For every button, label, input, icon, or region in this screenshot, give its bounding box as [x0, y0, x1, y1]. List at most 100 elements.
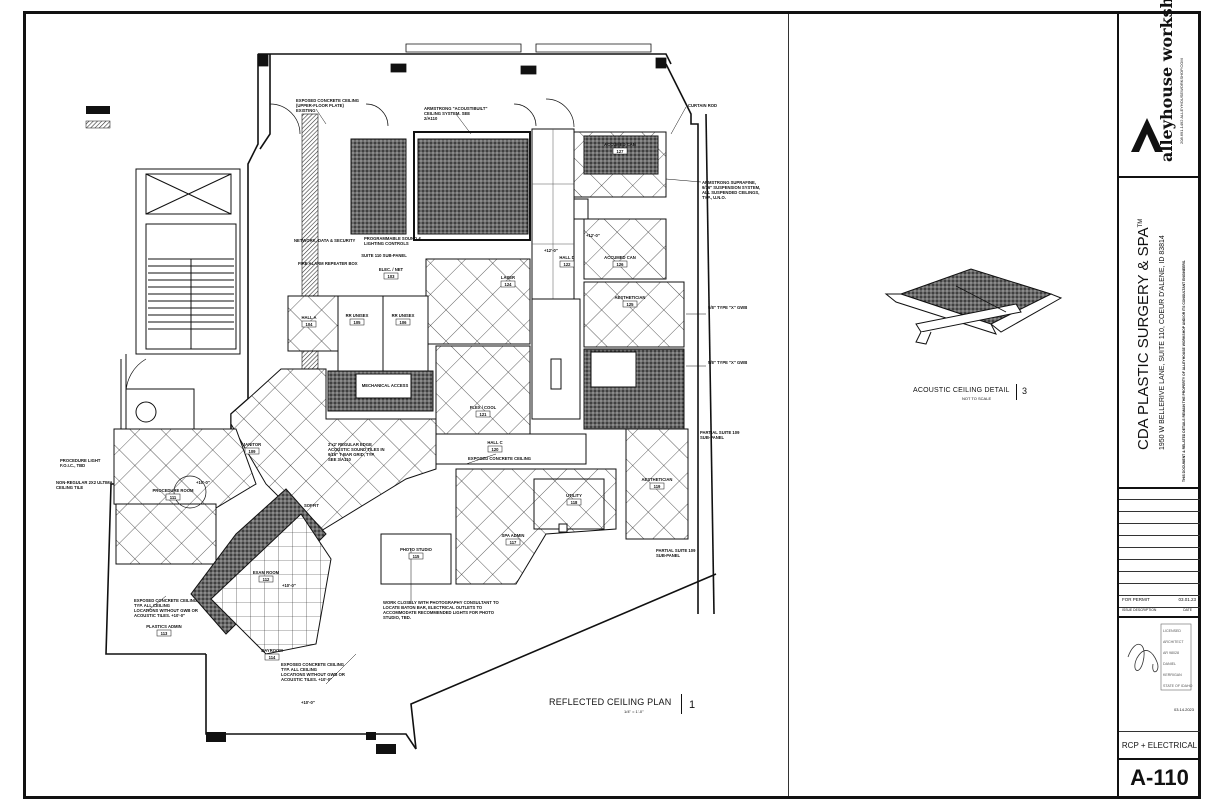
room-number-tag: [395, 318, 411, 326]
room-number-tag: [612, 260, 628, 268]
legend-solid-swatch: [86, 106, 110, 114]
room-number-tag: [408, 552, 424, 560]
issue-label: FOR PERMIT: [1122, 597, 1150, 602]
sheet-title: RCP + ELECTRICAL: [1119, 731, 1200, 760]
room-label: PROCEDURE ROOM: [153, 488, 194, 493]
room-label: ACCUMED CAN: [604, 255, 636, 260]
stamp-text: DANIEL KERRIGAN: [1163, 662, 1182, 677]
detail-number: 3: [1022, 386, 1028, 396]
acoustic-ceiling-detail-drawing: [884, 268, 1063, 345]
ceiling-height: +12'-0": [586, 233, 600, 238]
room-label: SPA ADMIN: [502, 533, 525, 538]
room-label: HALL A: [301, 315, 316, 320]
room-number-tag: [612, 147, 628, 155]
room-number: 127: [617, 149, 625, 154]
room-number-tag: [622, 300, 638, 308]
firm-name: alleyhouse workshop: [1157, 0, 1176, 162]
ceiling-note: ARMSTRONG "ACOUSTIBUILT"CEILING SYSTEM. …: [424, 106, 487, 121]
property-disclaimer: THIS DOCUMENT & RELATED DETAILS REMAIN T…: [1182, 259, 1186, 482]
ceiling-note: EXPOSED CONCRETE CEILING(UPPER-FLOOR PLA…: [296, 98, 359, 113]
room-label: AESTHETICIAN: [642, 477, 673, 482]
plan-number: 1: [689, 699, 696, 711]
stamp-text: ARCHITECT: [1163, 640, 1184, 644]
room-label: MECHANICAL ACCESS: [362, 383, 409, 388]
project-address: 1950 W BELLERIVE LANE, SUITE 110, COEUR …: [1159, 235, 1166, 450]
room-number: 106: [400, 320, 408, 325]
room-number-tag: [156, 629, 172, 637]
room-number-tag: [649, 482, 665, 490]
ceiling-note: FIRE ALARM REPEATER BOX: [298, 261, 358, 266]
room-label: FLEX / COOL: [470, 405, 497, 410]
room-label: PHOTO STUDIO: [400, 547, 433, 552]
project-title: CDA PLASTIC SURGERY & SPATM: [1135, 218, 1152, 450]
room-number: 124: [505, 282, 513, 287]
ceiling-note: 5/8" TYPE "X" GWB: [708, 305, 747, 310]
title-block: alleyhouse workshop 208.691.1492 ALLEYHO…: [1117, 0, 1200, 796]
firm-logo-box: alleyhouse workshop 208.691.1492 ALLEYHO…: [1119, 0, 1200, 178]
room-number-tag: [475, 410, 491, 418]
room-label: RR UNISEX: [346, 313, 369, 318]
room-number-tag: [165, 493, 181, 501]
room-number: 117: [510, 540, 517, 545]
ceiling-height: +10'-0": [282, 583, 296, 588]
room-number-tag: [258, 575, 274, 583]
ceiling-note: CURTAIN ROD: [688, 103, 717, 108]
firm-logo-icon: [1131, 118, 1163, 152]
room-number: 109: [249, 449, 257, 454]
signature-graphic: [1127, 623, 1192, 691]
stamp-text: STATE OF IDAHO: [1163, 684, 1193, 688]
room-number: 114: [269, 655, 276, 660]
stamp-date: 03.14.2023: [1173, 707, 1194, 712]
stamp-text: AR 98028: [1163, 651, 1179, 655]
ceiling-height: +10'-0": [196, 480, 210, 485]
ceiling-note: ARMSTRONG SUPRAFINE,9/16" SUSPENSION SYS…: [702, 180, 760, 200]
room-number-tag: [383, 272, 399, 280]
stair: [120, 168, 241, 494]
project-box: CDA PLASTIC SURGERY & SPATM 1950 W BELLE…: [1119, 182, 1200, 489]
room-label: PLASTICS ADMIN: [146, 624, 181, 629]
sheet-number: A-110: [1119, 758, 1200, 796]
room-number: 113: [161, 631, 168, 636]
walls: [105, 53, 717, 750]
room-number: 119: [654, 484, 661, 489]
room-label: RR UNISEX: [392, 313, 415, 318]
ceiling-note: EXPOSED CONCRETE CEILING: [468, 456, 531, 461]
room-label: UTILITY: [566, 493, 582, 498]
detail-title: ACOUSTIC CEILING DETAIL: [913, 387, 1010, 394]
ceiling-note: PROGRAMMABLE SOUND &LIGHTING CONTROLS: [364, 236, 421, 246]
room-number: 103: [388, 274, 396, 279]
window-frames: [257, 43, 667, 75]
room-number-tag: [264, 653, 280, 661]
plan-scale: 1/4" = 1'-0": [624, 709, 644, 714]
room-label: LASER: [501, 275, 515, 280]
room-label: JANITOR: [243, 442, 261, 447]
ceiling-note: SOFFIT: [304, 503, 319, 508]
legend-hatch-swatch: [85, 120, 111, 129]
room-label: DAYROOM: [261, 648, 283, 653]
room-number: 105: [354, 320, 362, 325]
room-label: ACCUMED CAN: [604, 142, 636, 147]
room-label: HALL C: [487, 440, 502, 445]
room-label: SUITE 110 SUB-PANEL: [361, 253, 407, 258]
firm-contact: 208.691.1492 ALLEYHOUSEWORKSHOP.COM: [1179, 58, 1184, 144]
room-label: HALL D: [559, 255, 574, 260]
room-number: 104: [306, 322, 314, 327]
room-number-tag: [559, 260, 575, 268]
room-label: AESTHETICIAN: [615, 295, 646, 300]
note-labels: EXPOSED CONCRETE CEILING(UPPER-FLOOR PLA…: [56, 98, 760, 705]
plan-title: REFLECTED CEILING PLAN: [549, 697, 672, 707]
ceiling-note: NETWORK, DATA & SECURITY: [294, 238, 356, 243]
room-number: 122: [564, 262, 572, 267]
room-number-tag: [500, 280, 516, 288]
sheet-divider: [788, 14, 789, 796]
room-number-tag: [244, 447, 260, 455]
